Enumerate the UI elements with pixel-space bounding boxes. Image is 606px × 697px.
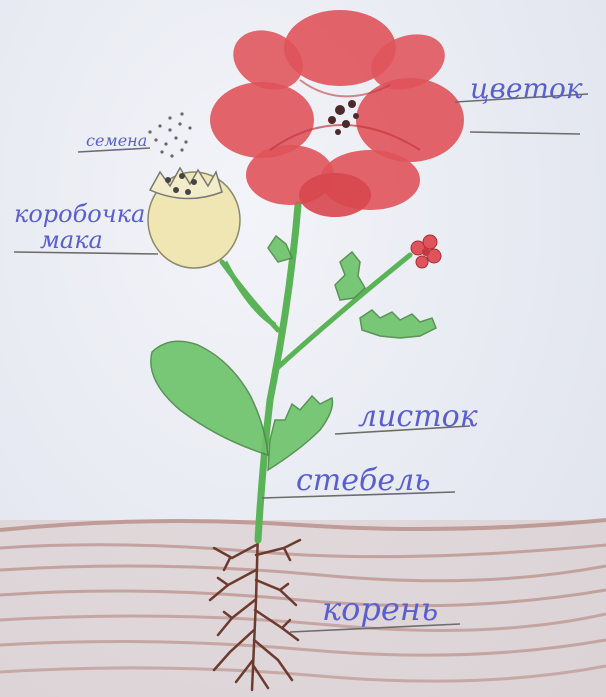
pointer-flower-2	[470, 132, 580, 134]
label-leaf: листок	[358, 399, 478, 434]
label-root: корень	[322, 590, 438, 628]
poppy-flower	[210, 10, 464, 217]
branches	[222, 255, 410, 370]
top-small-leaf	[268, 236, 292, 262]
flower-bud	[411, 235, 441, 268]
label-flower: цветок	[470, 72, 583, 105]
lower-right-leaf	[268, 396, 333, 470]
soil	[0, 520, 606, 697]
upper-small-leaf	[335, 252, 365, 300]
label-poppy-box-line1: коробочка	[14, 200, 145, 228]
lower-left-leaf	[151, 341, 268, 455]
label-poppy-box-line2: мака	[40, 226, 103, 254]
right-serrated-leaf	[360, 310, 436, 338]
label-stem: стебель	[296, 463, 431, 498]
seeds-dots	[148, 112, 191, 157]
label-seeds: семена	[86, 131, 147, 150]
